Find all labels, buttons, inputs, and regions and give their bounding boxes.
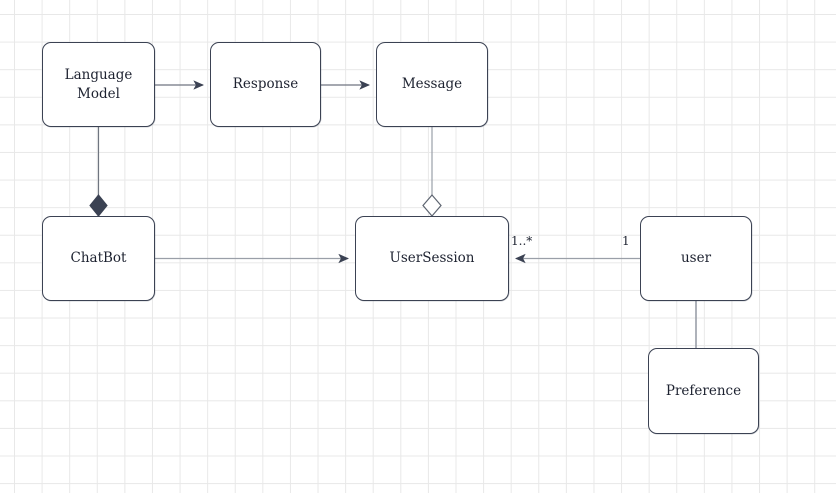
edge-chatbot-language-model [89,127,108,217]
composition-diamond-icon [89,194,108,217]
node-usersession[interactable]: UserSession [355,216,509,301]
node-preference-label: Preference [665,382,742,399]
node-preference[interactable]: Preference [648,348,759,434]
node-language-model[interactable]: Language Model [42,42,155,127]
aggregation-diamond-icon [422,194,442,217]
node-chatbot[interactable]: ChatBot [42,216,155,301]
node-language-model-label: Language Model [64,67,133,102]
edge-label-usersession-multiplicity: 1..* [511,234,533,248]
node-usersession-label: UserSession [389,250,475,267]
node-message[interactable]: Message [376,42,488,127]
node-response-label: Response [232,76,299,93]
node-user[interactable]: user [640,216,752,301]
edge-label-user-multiplicity: 1 [622,234,630,248]
edge-usersession-message [422,127,442,217]
node-message-label: Message [401,76,463,93]
node-chatbot-label: ChatBot [70,250,127,267]
node-user-label: user [680,250,712,267]
node-response[interactable]: Response [210,42,321,127]
